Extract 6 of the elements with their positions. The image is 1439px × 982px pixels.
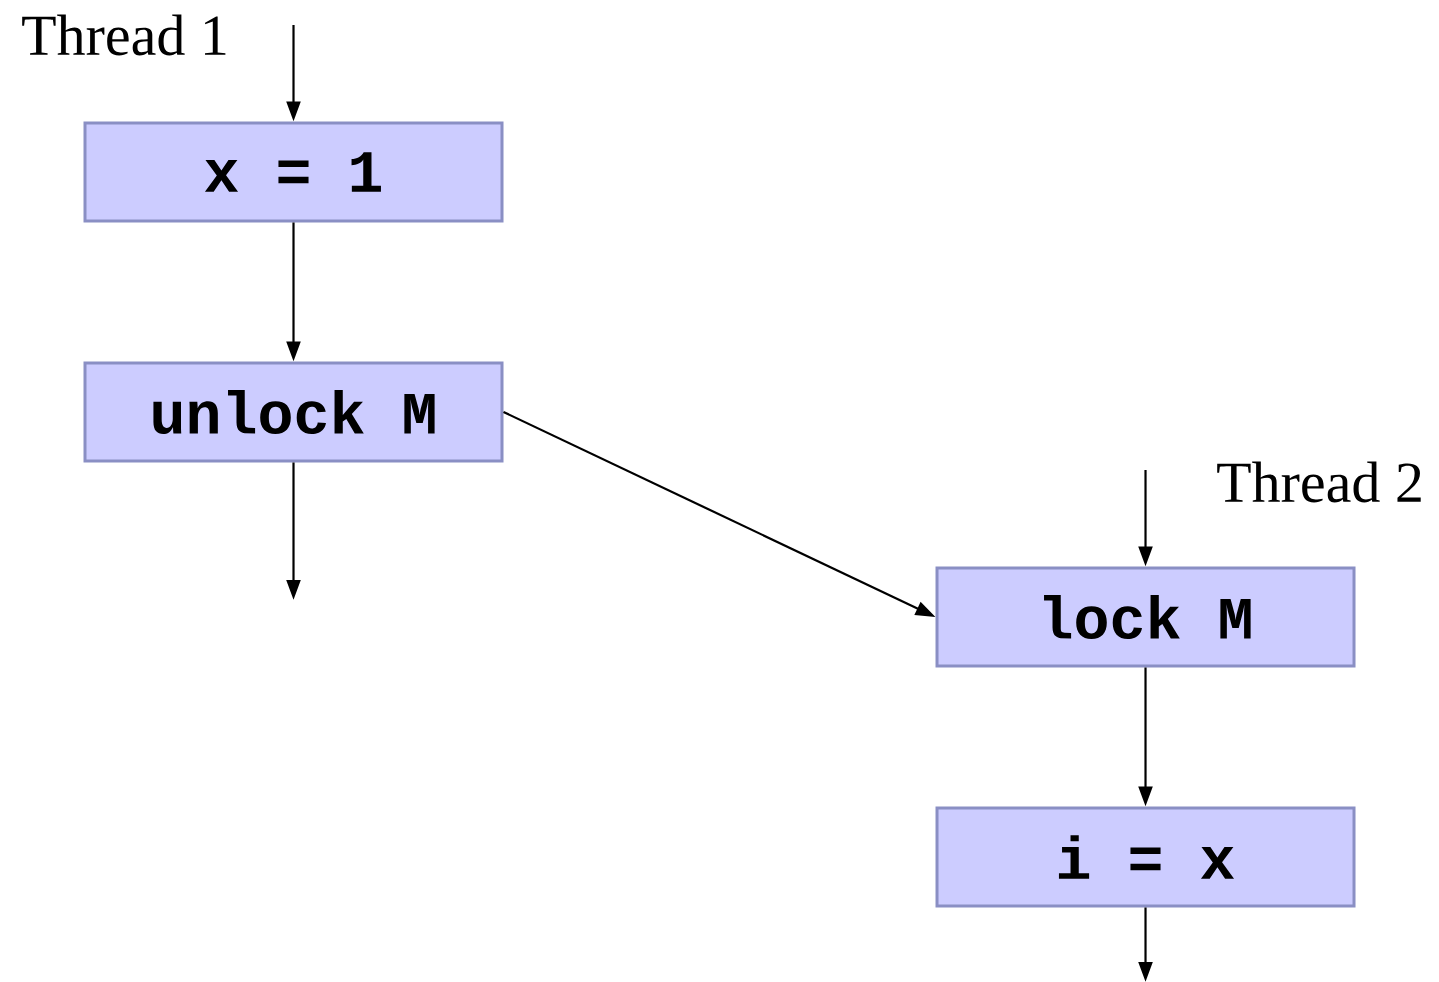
process-box: i = x (935, 806, 1356, 908)
thread-label: Thread 2 (1217, 461, 1421, 503)
process-box: lock M (935, 566, 1356, 668)
process-box: unlock M (83, 361, 504, 463)
process-box: x = 1 (83, 121, 504, 223)
thread-label: Thread 1 (22, 14, 226, 56)
